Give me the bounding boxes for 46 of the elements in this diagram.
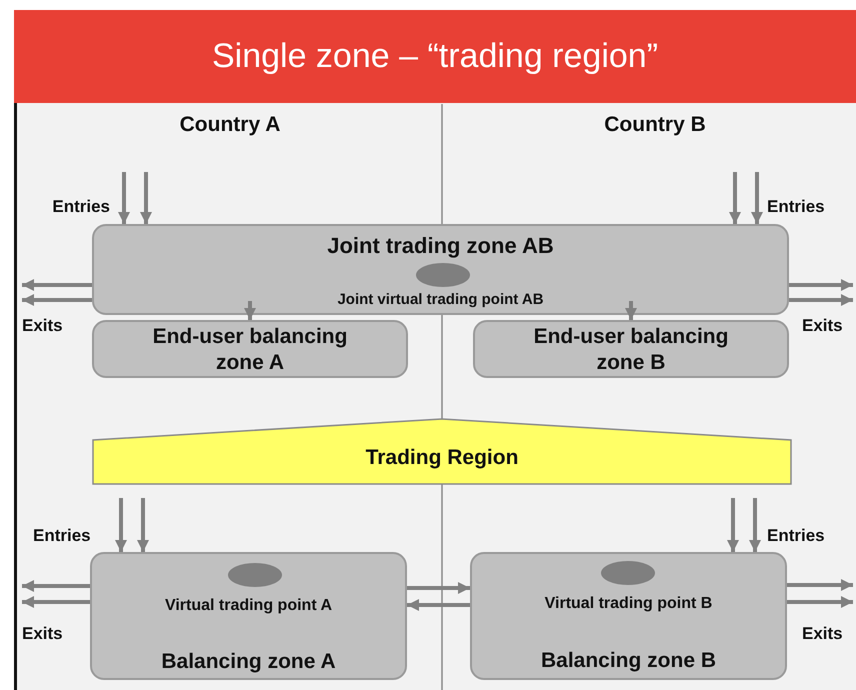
flow-arrow — [140, 172, 152, 224]
trading-point-label: Joint virtual trading point AB — [337, 291, 544, 310]
flow-arrow — [137, 498, 149, 552]
flow-arrow — [244, 301, 256, 320]
flow-arrow — [789, 279, 853, 291]
flow-arrow — [22, 279, 92, 291]
region-band — [92, 418, 792, 485]
entries-label: Entries — [767, 197, 825, 217]
flow-arrow — [787, 579, 853, 591]
entries-label: Entries — [767, 526, 825, 546]
country-heading: Country A — [180, 113, 280, 137]
flow-arrow — [625, 301, 637, 320]
zone-box — [92, 320, 408, 378]
exits-label: Exits — [22, 624, 63, 644]
trading-point-label: Virtual trading point A — [164, 596, 332, 616]
flow-arrow — [118, 172, 130, 224]
flow-arrow — [729, 172, 741, 224]
zone-title: End-user balancing zone A — [152, 324, 348, 376]
exits-label: Exits — [22, 316, 63, 336]
zone-title: Joint trading zone AB — [327, 232, 554, 260]
country-heading: Country B — [604, 113, 706, 137]
flow-arrow — [751, 172, 763, 224]
exits-label: Exits — [802, 624, 843, 644]
trading-point-label: Virtual trading point B — [544, 594, 712, 614]
flow-arrow — [22, 294, 92, 306]
zone-box — [470, 552, 787, 680]
flow-arrow — [22, 580, 90, 592]
flow-arrow — [407, 582, 470, 594]
entries-label: Entries — [33, 526, 91, 546]
zone-title: Balancing zone A — [161, 649, 336, 675]
title-banner: Single zone – “trading region” — [14, 10, 856, 103]
zone-box — [473, 320, 789, 378]
flow-arrow — [407, 599, 470, 611]
flow-arrow — [787, 596, 853, 608]
zone-box — [92, 224, 789, 315]
flow-arrow — [22, 596, 90, 608]
flow-arrow — [789, 294, 853, 306]
zone-title: End-user balancing zone B — [532, 324, 730, 376]
zone-title: Balancing zone B — [540, 648, 716, 674]
zone-box — [90, 552, 407, 680]
flow-arrow — [115, 498, 127, 552]
region-title: Trading Region — [366, 445, 518, 471]
flow-arrow — [749, 498, 761, 552]
flow-arrow — [727, 498, 739, 552]
entries-label: Entries — [52, 197, 110, 217]
exits-label: Exits — [802, 316, 843, 336]
